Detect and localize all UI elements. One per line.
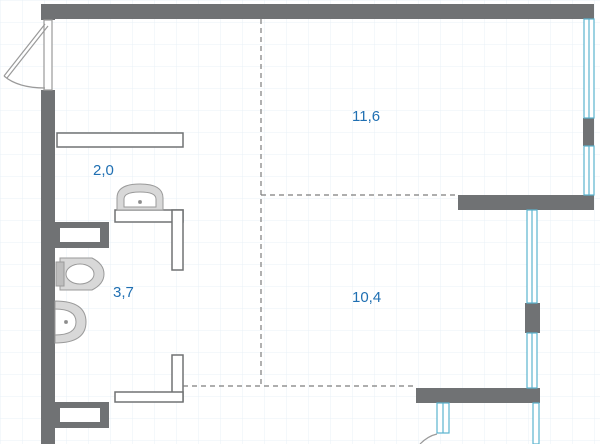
door-arc-lower: [419, 433, 438, 444]
window-icon: [583, 145, 595, 196]
wall-right-upper: [583, 4, 594, 19]
window-icon: [583, 18, 595, 119]
partition-bath-top: [56, 132, 184, 148]
bath-box-upper-inner: [60, 228, 100, 242]
window-icon: [436, 402, 450, 434]
bath-box-lower-inner: [60, 408, 100, 422]
wall-step-lower: [416, 388, 540, 403]
sink-icon: [54, 300, 87, 344]
wall-right-upper-pier: [583, 118, 594, 146]
room-separators: [183, 19, 458, 387]
area-label-bathroom-large: 3,7: [113, 284, 134, 301]
toilet-icon: [55, 257, 105, 291]
wall-right-lower-pier: [525, 303, 540, 333]
door-swing-icon[interactable]: [3, 19, 53, 91]
wall-left: [41, 90, 55, 444]
area-label-room-upper: 11,6: [352, 108, 380, 125]
wall-step-upper: [458, 195, 594, 210]
window-icon: [526, 332, 538, 389]
sink-icon: [116, 183, 164, 211]
area-label-room-lower: 10,4: [352, 289, 381, 306]
walls: [41, 4, 594, 444]
window-icon: [526, 209, 538, 304]
partition-bath-bottom: [114, 391, 184, 403]
partitions: [56, 132, 184, 403]
partition-vertical-upper: [171, 209, 184, 271]
wall-left-upper: [41, 4, 55, 20]
area-label-bathroom-small: 2,0: [93, 162, 114, 179]
wall-top: [41, 4, 594, 19]
windows: [436, 18, 595, 444]
window-icon: [532, 402, 540, 444]
